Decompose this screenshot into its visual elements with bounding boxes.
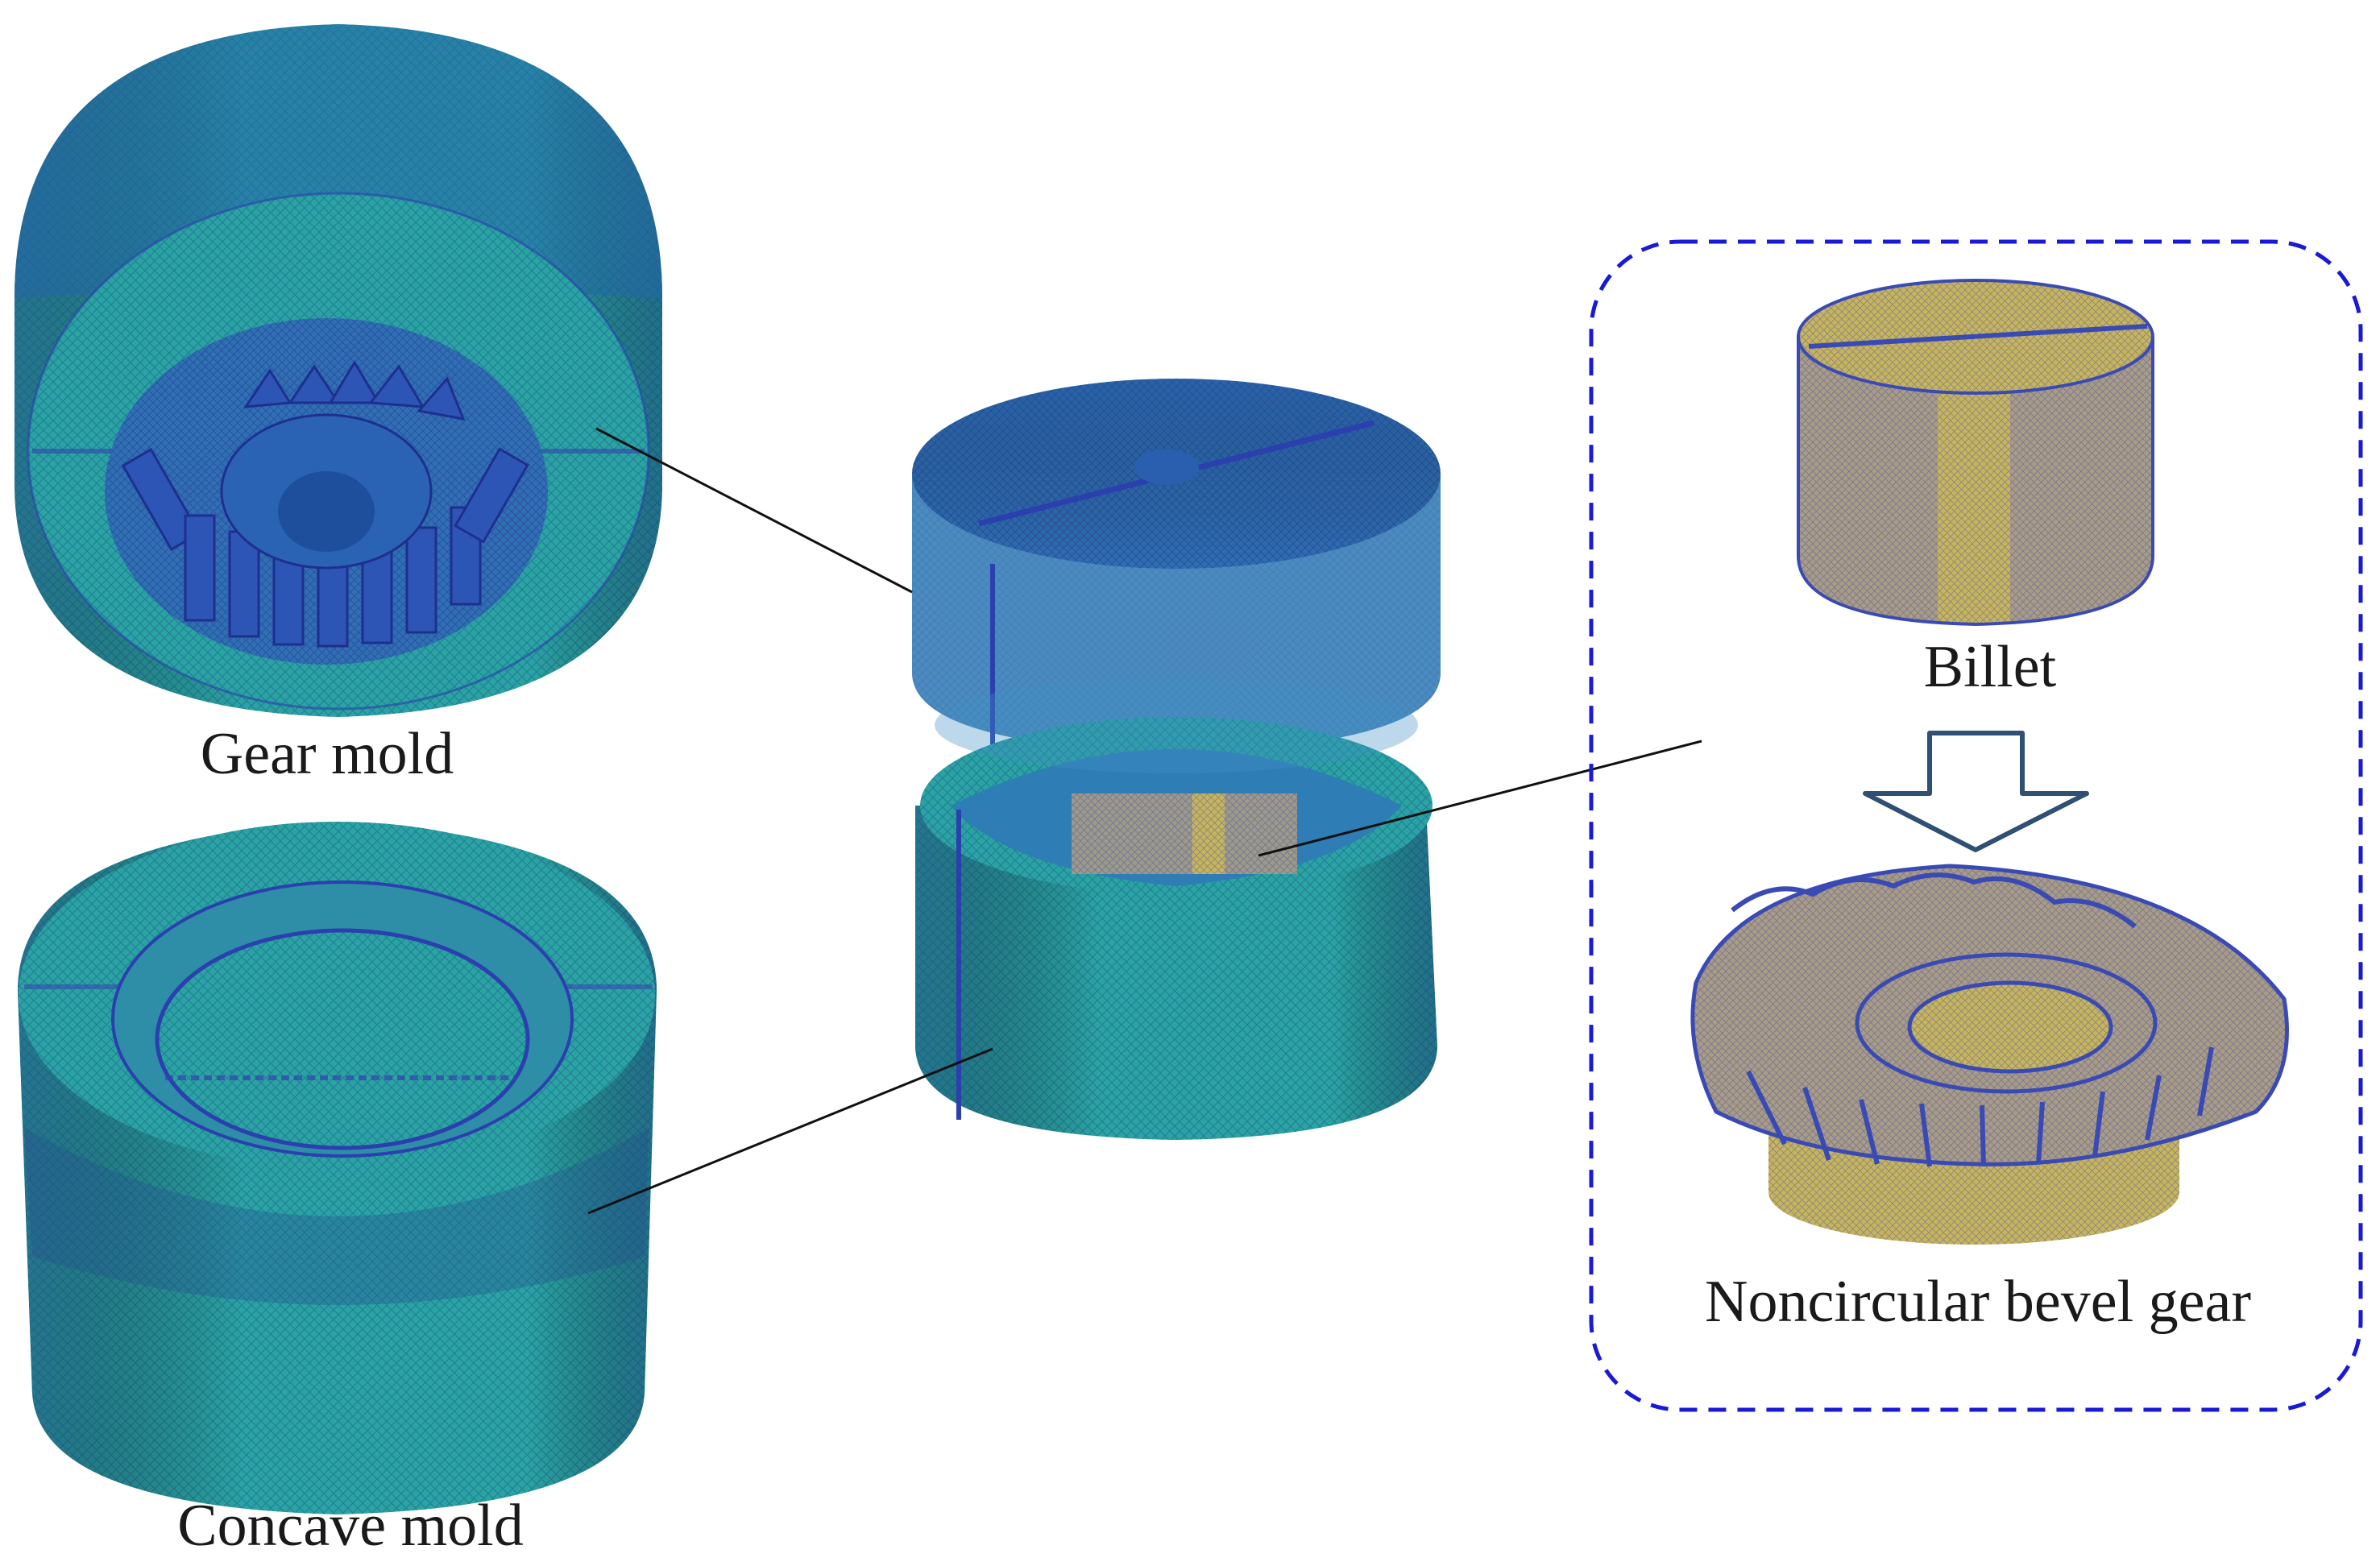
forming-arrow-icon <box>1863 731 2089 852</box>
leader-concave-mold <box>587 1047 993 1215</box>
leader-gear-mold <box>595 427 913 594</box>
concave-mold-label: Concave mold <box>177 1493 524 1559</box>
mold-assembly-model <box>912 379 1441 1140</box>
bevel-gear-label: Noncircular bevel gear <box>1705 1269 2251 1335</box>
bevel-gear-model <box>1690 864 2289 1245</box>
concave-mold-model <box>18 822 657 1514</box>
billet-model <box>1797 279 2154 627</box>
billet-label: Billet <box>1924 634 2057 700</box>
billet-gear-box <box>1589 239 2363 1412</box>
gear-mold-teeth <box>121 360 529 648</box>
gear-mold-model <box>15 24 662 717</box>
gear-mold-label: Gear mold <box>201 721 454 787</box>
leader-lines <box>587 427 1702 1215</box>
leader-billet <box>1258 740 1702 857</box>
